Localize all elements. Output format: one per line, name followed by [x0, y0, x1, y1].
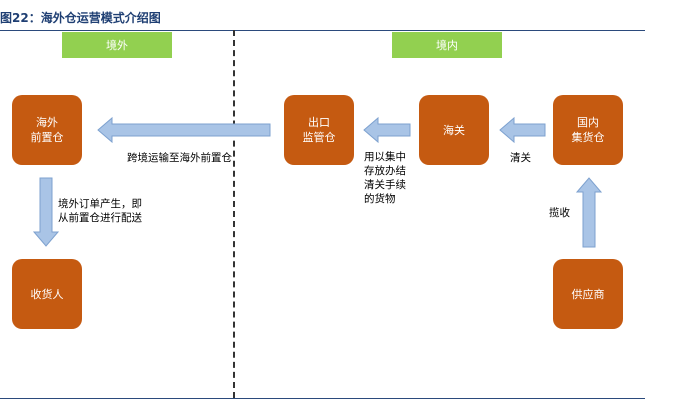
label-order-dispatch: 境外订单产生，即 从前置仓进行配送	[58, 198, 142, 224]
node-receiver: 收货人	[12, 259, 82, 329]
node-customs: 海关	[419, 95, 489, 165]
arrow-cross-border	[97, 116, 271, 144]
top-rule	[0, 30, 645, 31]
node-domestic-consolidation: 国内 集货仓	[553, 95, 623, 165]
bottom-rule	[0, 398, 645, 399]
node-supplier: 供应商	[553, 259, 623, 329]
label-pickup: 揽收	[549, 207, 570, 219]
arrow-warehouse-down	[32, 177, 60, 247]
region-overseas-label: 境外	[62, 32, 172, 58]
node-overseas-warehouse: 海外 前置仓	[12, 95, 82, 165]
figure-title: 图22：海外仓运营模式介绍图	[0, 11, 161, 25]
label-cross-border: 跨境运输至海外前置仓	[127, 152, 232, 164]
region-domestic-label: 境内	[392, 32, 502, 58]
arrow-customs-to-bonded	[363, 116, 411, 144]
label-clearance: 清关	[510, 152, 531, 164]
arrow-consolidation-to-customs	[499, 116, 546, 144]
label-centralized-storage: 用以集中 存放办结 清关手续 的货物	[364, 151, 406, 205]
node-export-bonded: 出口 监管仓	[284, 95, 354, 165]
border-divider	[233, 30, 235, 398]
arrow-supplier-up	[575, 177, 603, 248]
